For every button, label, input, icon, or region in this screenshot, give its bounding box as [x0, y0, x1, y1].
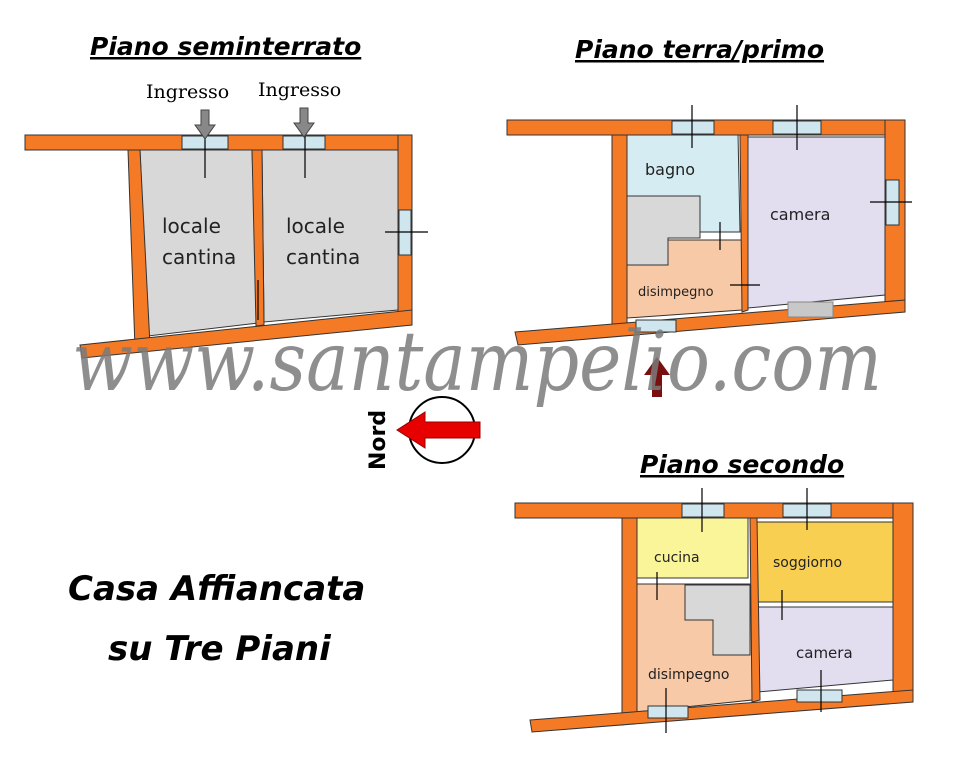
room-label: locale [162, 214, 221, 238]
north-arrow-icon [396, 411, 481, 449]
wall [251, 149, 265, 327]
door [635, 319, 677, 333]
entrance-label-1: Ingresso [146, 81, 229, 103]
room-label-living: soggiorno [773, 555, 842, 571]
caption-line-2: su Tre Piani [108, 629, 332, 669]
window [681, 503, 725, 518]
stairs [684, 584, 751, 656]
window [671, 120, 715, 135]
room-label: locale [286, 214, 345, 238]
room-label-bedroom: camera [796, 644, 853, 662]
wall [611, 134, 628, 334]
room-label-bedroom: camera [770, 205, 830, 224]
north-label: Nord [366, 410, 391, 470]
kitchen-room [636, 517, 749, 579]
compass: Nord [366, 396, 481, 470]
wall [749, 517, 761, 703]
wall [892, 502, 914, 701]
entrance-label-2: Ingresso [258, 79, 341, 101]
door [282, 135, 326, 150]
entrance-arrow-icon [194, 109, 216, 140]
basement-title: Piano seminterrato [90, 32, 361, 61]
wall [739, 134, 749, 313]
watermark: www.santampelio.com [72, 315, 882, 410]
wall [79, 309, 413, 359]
second-floor-title: Piano secondo [640, 450, 844, 479]
window [647, 705, 689, 719]
ground-floor-plan: Piano terra/primo bagno camera disimpegn… [506, 35, 912, 397]
caption-line-1: Casa Affiancata [68, 569, 365, 609]
window [796, 689, 843, 703]
door [787, 301, 834, 318]
ground-floor-title: Piano terra/primo [575, 35, 824, 64]
cellar-room-1 [139, 149, 259, 337]
wall [621, 517, 638, 726]
room-label-bathroom: bagno [645, 160, 695, 179]
room-label-hall: disimpegno [648, 667, 729, 683]
second-floor-plan: Piano secondo cucina soggiorno camera di… [514, 450, 914, 733]
room-label: cantina [286, 245, 360, 269]
room-label-hall: disimpegno [638, 285, 714, 300]
entrance-arrow-icon [293, 107, 315, 138]
entrance-arrow-icon [644, 357, 670, 397]
room-label: cantina [162, 245, 236, 269]
room-label-kitchen: cucina [654, 550, 700, 566]
basement-plan: Piano seminterrato Ingresso Ingresso loc… [24, 32, 428, 359]
